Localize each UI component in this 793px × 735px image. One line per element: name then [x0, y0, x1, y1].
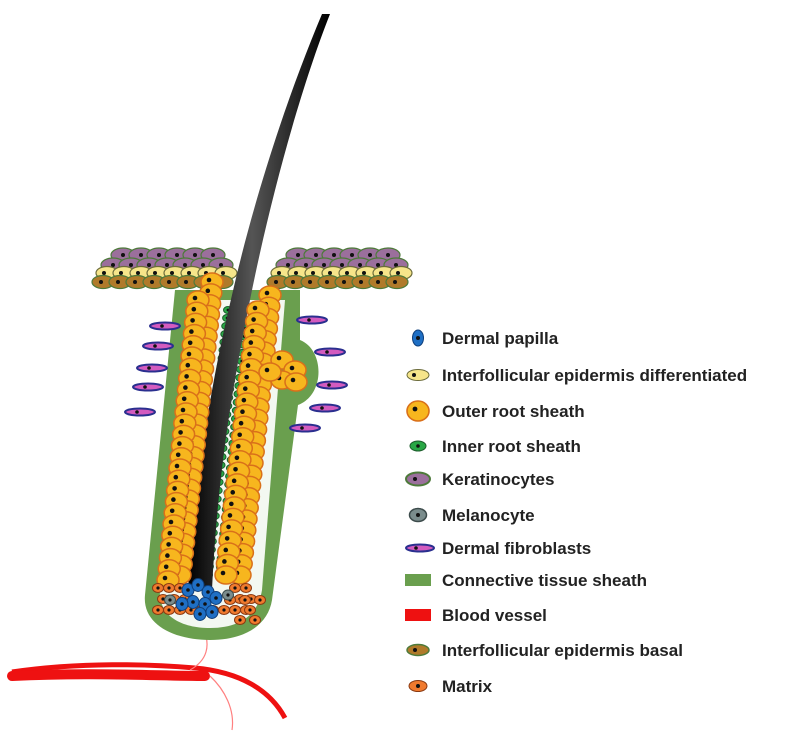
melanocyte-cell-icon — [410, 509, 427, 522]
legend-item: Interfollicular epidermis differentiated — [407, 366, 747, 385]
basal-epidermis-cell — [386, 276, 408, 289]
legend-item: Blood vessel — [405, 606, 547, 625]
dermal-papilla-cell — [194, 608, 206, 621]
dermal-fibroblast-cell — [143, 343, 173, 350]
dermal-fibroblast-cell — [297, 317, 327, 324]
matrix-cell — [219, 606, 230, 615]
dermal-fibroblast-cell — [150, 323, 180, 330]
melanocyte-cell — [165, 595, 176, 605]
matrix-cell — [250, 616, 261, 625]
dermal-fibroblast-cell — [310, 405, 340, 412]
matrix-cell — [153, 584, 164, 593]
legend-item: Inner root sheath — [410, 437, 581, 456]
melanocyte-cell — [223, 590, 234, 600]
outer-root-sheath-cell — [285, 373, 307, 391]
outer-root-sheath-cell — [215, 566, 237, 584]
legend-label: Interfollicular epidermis differentiated — [442, 366, 747, 385]
dermal-papilla-cell — [176, 598, 188, 611]
connective-tissue-sheath-swatch — [405, 574, 431, 586]
dermal-fibroblast-cell — [290, 425, 320, 432]
outer-root-sheath-cell — [259, 363, 281, 381]
blood-vessel — [12, 630, 285, 730]
legend-item: Melanocyte — [410, 506, 535, 525]
keratinocyte-cell-icon — [406, 473, 430, 486]
legend-item: Dermal fibroblasts — [406, 539, 591, 558]
legend-label: Inner root sheath — [442, 437, 581, 456]
matrix-cell — [164, 584, 175, 593]
dermal-fibroblast-cell — [317, 382, 347, 389]
matrix-cell — [164, 606, 175, 615]
matrix-cell — [255, 596, 266, 605]
dermal-fibroblast-cell — [125, 409, 155, 416]
matrix-cell-icon — [409, 681, 427, 692]
dermal-papilla-cell — [210, 592, 222, 605]
dermal-fibroblast-cell — [133, 384, 163, 391]
legend-label: Interfollicular epidermis basal — [442, 641, 683, 660]
dermal-fibroblast-cell — [137, 365, 167, 372]
legend-label: Dermal fibroblasts — [442, 539, 591, 558]
legend-label: Outer root sheath — [442, 402, 585, 421]
matrix-cell — [230, 606, 241, 615]
legend-label: Keratinocytes — [442, 470, 554, 489]
differentiated-epidermis-cell-icon — [407, 370, 429, 381]
legend-label: Matrix — [442, 677, 493, 696]
matrix-cell — [153, 606, 164, 615]
inner-root-sheath-cell-icon — [410, 441, 426, 451]
dermal-fibroblast-cell — [315, 349, 345, 356]
legend-item: Interfollicular epidermis basal — [407, 641, 683, 660]
matrix-cell — [241, 584, 252, 593]
legend-label: Blood vessel — [442, 606, 547, 625]
matrix-cell — [245, 606, 256, 615]
blood-vessel-swatch — [405, 609, 431, 621]
legend-label: Connective tissue sheath — [442, 571, 647, 590]
dermal-papilla-cell-icon — [413, 330, 424, 346]
legend-item: Dermal papilla — [413, 329, 559, 348]
legend-item: Matrix — [409, 677, 493, 696]
dermal-papilla-cell — [187, 596, 199, 609]
legend-item: Outer root sheath — [407, 401, 585, 421]
legend-item: Connective tissue sheath — [405, 571, 647, 590]
basal-epidermis-cell-icon — [407, 645, 429, 656]
matrix-cell — [240, 596, 251, 605]
legend-label: Dermal papilla — [442, 329, 559, 348]
legend-label: Melanocyte — [442, 506, 535, 525]
legend-item: Keratinocytes — [406, 470, 554, 489]
outer-root-sheath-cell-icon — [407, 401, 429, 421]
dermal-papilla-cell — [206, 606, 218, 619]
dermal-fibroblast-cell-icon — [406, 545, 434, 552]
matrix-cell — [235, 616, 246, 625]
